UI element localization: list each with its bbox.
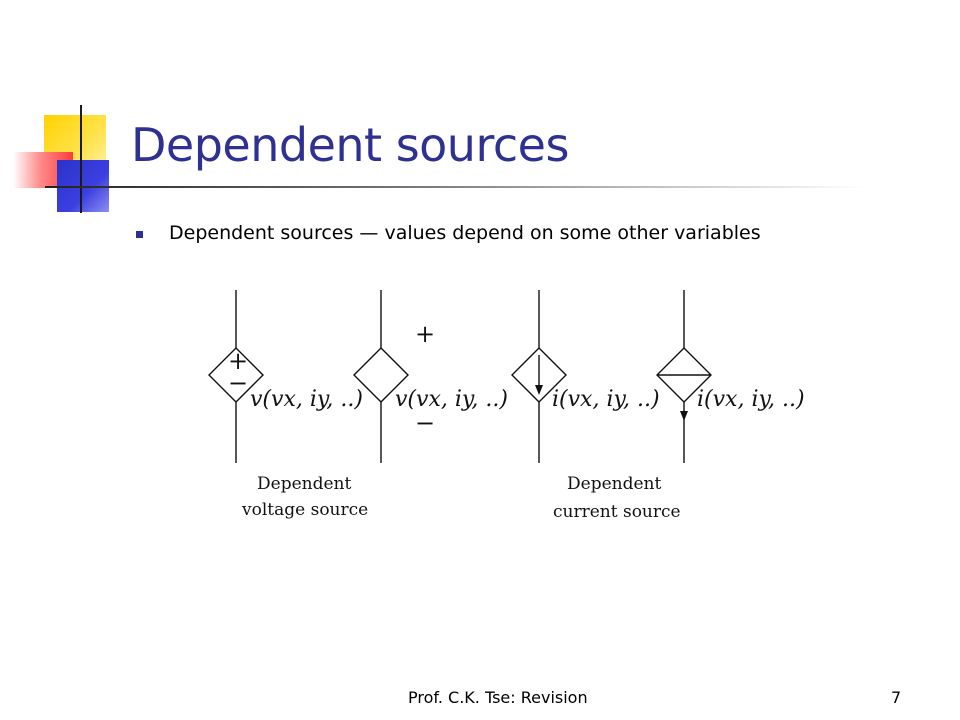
caption-current-line2: current source bbox=[553, 502, 681, 522]
current-arrow-head-icon bbox=[535, 385, 543, 395]
caption-voltage-line2: voltage source bbox=[241, 500, 368, 520]
bullet-square-icon bbox=[136, 231, 143, 238]
caption-current-line1: Dependent bbox=[567, 474, 661, 494]
current-label-1: i(vx, iy, ..) bbox=[552, 387, 660, 412]
minus-sign-outer: − bbox=[415, 409, 435, 437]
footer-text: Prof. C.K. Tse: Revision bbox=[408, 688, 588, 707]
caption-voltage-line1: Dependent bbox=[257, 474, 351, 494]
dependent-sources-diagram: + − + − v(vx, iy, ..) v(vx, iy, ..) i(vx… bbox=[208, 290, 805, 522]
current-arrow-head-icon-2 bbox=[680, 411, 688, 421]
decor-vertical-line bbox=[80, 105, 82, 213]
minus-sign-inner: − bbox=[228, 369, 248, 397]
bullet-text: Dependent sources — values depend on som… bbox=[169, 222, 761, 244]
title-underline bbox=[45, 186, 865, 188]
current-label-2: i(vx, iy, ..) bbox=[697, 387, 805, 412]
page-number: 7 bbox=[891, 688, 902, 707]
plus-sign-inner: + bbox=[228, 347, 248, 375]
voltage-label-1: v(vx, iy, ..) bbox=[250, 387, 363, 412]
plus-sign-outer: + bbox=[415, 320, 435, 348]
voltage-label-2: v(vx, iy, ..) bbox=[395, 387, 508, 412]
bullet-item: Dependent sources — values depend on som… bbox=[136, 222, 761, 244]
slide-title: Dependent sources bbox=[131, 118, 569, 172]
